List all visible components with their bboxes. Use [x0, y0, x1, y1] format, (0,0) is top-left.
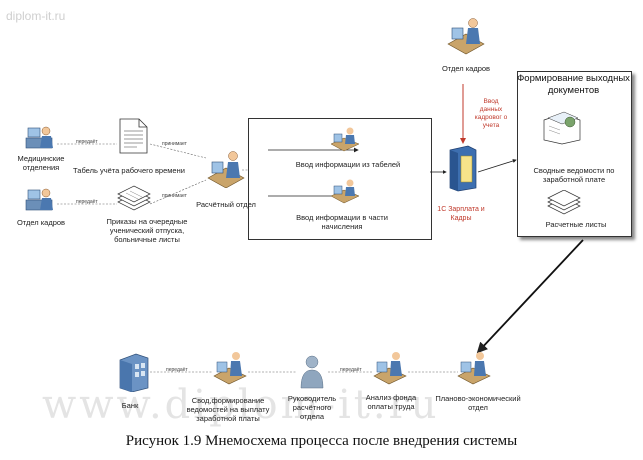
hr-input-label: Ввод данных кадровог о учета — [474, 98, 508, 129]
input-accruals-worker-icon — [330, 179, 360, 204]
input-tables-worker-icon — [330, 127, 360, 152]
output-to-planning-arrow — [476, 239, 584, 354]
output-title: Формирование выходных документов — [517, 73, 630, 96]
input-accruals-label: Ввод информации в части начисления — [296, 213, 388, 231]
medical-worker-icon — [25, 126, 53, 149]
left-flow-lines — [57, 143, 248, 205]
edge-label-accept-1: принимает — [162, 141, 187, 147]
accounting-label: Расчётный отдел — [196, 200, 256, 209]
bank-building-icon — [119, 353, 149, 392]
arrow-to-output — [477, 159, 517, 173]
edge-label-pass-4: передаёт — [340, 367, 362, 373]
planning-worker-icon — [457, 352, 491, 385]
analysis-worker-icon — [373, 352, 407, 385]
hr-top-label: Отдел кадров — [441, 64, 491, 73]
edge-label-pass-2: передаёт — [76, 199, 98, 205]
figure-caption: Рисунок 1.9 Мнемосхема процесса после вн… — [125, 433, 518, 449]
bank-statement-label: Свод,формирование ведомостей на выплату … — [186, 396, 270, 423]
department-head-label: Руководитель расчётного отдела — [287, 394, 337, 421]
timesheet-label: Табель учёта рабочего времени — [73, 166, 185, 175]
output-documents-box — [517, 71, 632, 237]
hr-department-icon — [25, 188, 53, 211]
planning-label: Планово-экономический отдел — [435, 394, 521, 412]
hr-top-worker-icon — [447, 18, 485, 55]
medical-label: Медицинские отделения — [17, 154, 65, 172]
department-head-icon — [300, 355, 324, 389]
watermark-top: diplom-it.ru — [6, 9, 66, 23]
summary-label: Сводные ведомости по заработной плате — [533, 166, 615, 184]
payslips-label: Расчетные листы — [545, 220, 607, 229]
bank-label: Банк — [121, 401, 139, 410]
summary-documents-icon — [543, 111, 581, 145]
analysis-label: Анализ фонда оплаты труда — [365, 393, 417, 411]
server-icon — [449, 145, 477, 192]
edge-label-pass-1: передаёт — [76, 139, 98, 145]
payslips-documents-icon — [547, 190, 581, 215]
accounting-worker-icon — [207, 151, 245, 188]
hr-left-label: Отдел кадров — [16, 218, 66, 227]
timesheet-document-icon — [119, 118, 148, 154]
input-tables-label: Ввод информации из табелей — [295, 160, 401, 169]
system-label: 1С Зарплата и Кадры — [437, 206, 485, 222]
orders-label: Приказы на очередные ученический отпуска… — [106, 217, 188, 244]
edge-label-accept-2: принимает — [162, 193, 187, 199]
edge-label-pass-3: передаёт — [166, 367, 188, 373]
bank-statement-worker-icon — [213, 352, 247, 385]
orders-documents-icon — [117, 185, 151, 211]
watermark-bottom: www.diplom-it.ru — [42, 382, 440, 428]
